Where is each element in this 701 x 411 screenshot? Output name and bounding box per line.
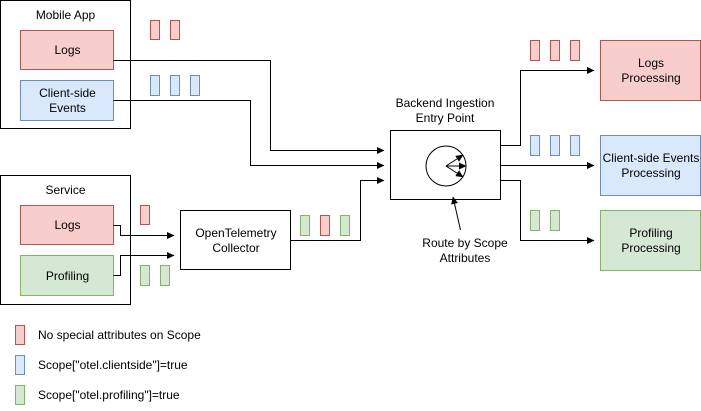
service-logs-text: Logs bbox=[54, 218, 81, 232]
profiling-processing-box bbox=[600, 210, 701, 271]
router-icon bbox=[425, 145, 467, 187]
service-profiling-label: Profiling bbox=[21, 256, 114, 296]
connector-service-logs bbox=[113, 225, 175, 239]
scope-marker-green bbox=[140, 265, 150, 286]
connector-backend-profiling bbox=[500, 180, 595, 244]
mobile-logs-text: Logs bbox=[54, 43, 81, 57]
scope-marker-green bbox=[550, 210, 560, 231]
scope-marker-red bbox=[170, 20, 180, 40]
legend-item-green: Scope["otel.profiling"]=true bbox=[38, 388, 180, 402]
collector-text: OpenTelemetry Collector bbox=[195, 225, 277, 255]
service-profiling-box bbox=[20, 255, 114, 296]
scope-marker-red bbox=[550, 40, 560, 61]
service-profiling-text: Profiling bbox=[45, 268, 90, 283]
mobile-client-events-text: Client-side Events bbox=[39, 86, 96, 115]
backend-box bbox=[390, 130, 501, 200]
service-title: Service bbox=[45, 183, 86, 197]
scope-marker-red bbox=[320, 215, 330, 236]
route-label: Route by Scope Attributes bbox=[422, 236, 508, 265]
scope-marker-green bbox=[300, 215, 310, 236]
connector-backend-logs bbox=[500, 67, 595, 146]
mobile-app-title: Mobile App bbox=[35, 8, 96, 22]
scope-marker-blue bbox=[190, 75, 200, 96]
scope-marker-red bbox=[140, 205, 150, 225]
mobile-logs-label: Logs bbox=[21, 31, 114, 70]
legend-item-red: No special attributes on Scope bbox=[38, 328, 201, 342]
service-logs-label: Logs bbox=[21, 206, 114, 245]
mobile-logs-box bbox=[20, 30, 114, 70]
profiling-processing-label: Profiling Processing bbox=[601, 211, 701, 271]
profiling-processing-text: Profiling Processing bbox=[621, 226, 681, 255]
client-events-processing-label: Client-side Events Processing bbox=[601, 136, 701, 196]
scope-marker-blue bbox=[530, 135, 540, 156]
legend-swatch-blue bbox=[15, 355, 25, 375]
scope-marker-blue bbox=[570, 135, 580, 156]
connector-collector-backend bbox=[290, 177, 385, 241]
logs-processing-text: Logs Processing bbox=[621, 56, 681, 85]
connector-mobile-events bbox=[113, 100, 385, 169]
scope-marker-red bbox=[530, 40, 540, 61]
scope-marker-red bbox=[570, 40, 580, 61]
service-logs-box bbox=[20, 205, 114, 245]
connector-route-annotation bbox=[451, 196, 461, 231]
legend-swatch-green bbox=[15, 385, 25, 405]
scope-marker-blue bbox=[170, 75, 180, 96]
collector-label: OpenTelemetry Collector bbox=[181, 211, 291, 270]
scope-marker-green bbox=[530, 210, 540, 231]
mobile-client-events-label: Client-side Events bbox=[21, 81, 114, 121]
scope-marker-green bbox=[340, 215, 350, 236]
connector-mobile-logs bbox=[113, 60, 385, 154]
scope-marker-blue bbox=[150, 75, 160, 96]
legend-item-blue: Scope["otel.clientside"]=true bbox=[38, 358, 188, 372]
scope-marker-green bbox=[160, 265, 170, 286]
logs-processing-label: Logs Processing bbox=[601, 41, 701, 101]
connector-service-profiling bbox=[113, 252, 175, 276]
collector-box bbox=[180, 210, 291, 270]
scope-marker-red bbox=[150, 20, 160, 40]
client-events-processing-text: Client-side Events Processing bbox=[602, 151, 700, 180]
scope-marker-blue bbox=[550, 135, 560, 156]
legend-swatch-red bbox=[15, 325, 25, 345]
backend-title: Backend Ingestion Entry Point bbox=[395, 96, 495, 125]
client-events-processing-box bbox=[600, 135, 701, 196]
logs-processing-box bbox=[600, 40, 701, 101]
